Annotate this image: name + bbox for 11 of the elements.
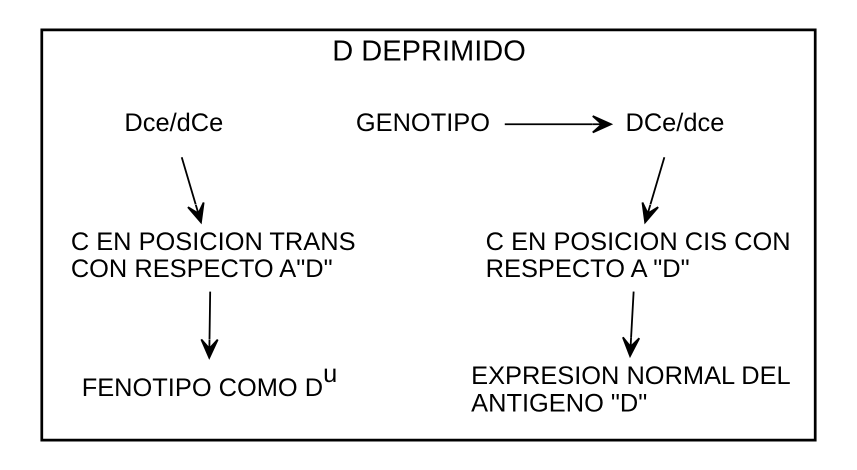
node-text: DCe/dce — [625, 108, 724, 137]
arrow — [200, 292, 219, 359]
node-text: Dce/dCe — [124, 108, 224, 137]
arrow — [642, 157, 666, 224]
arrow — [180, 157, 205, 224]
node-text: C EN POSICION TRANS CON RESPECTO A"D" — [70, 228, 356, 284]
node-text: EXPRESION NORMAL DEL ANTIGENO "D" — [471, 362, 791, 418]
arrow — [504, 115, 612, 134]
node-text: GENOTIPO — [356, 108, 490, 137]
node-text: C EN POSICION CIS CON RESPECTO A "D" — [486, 228, 791, 284]
arrow — [622, 292, 640, 357]
